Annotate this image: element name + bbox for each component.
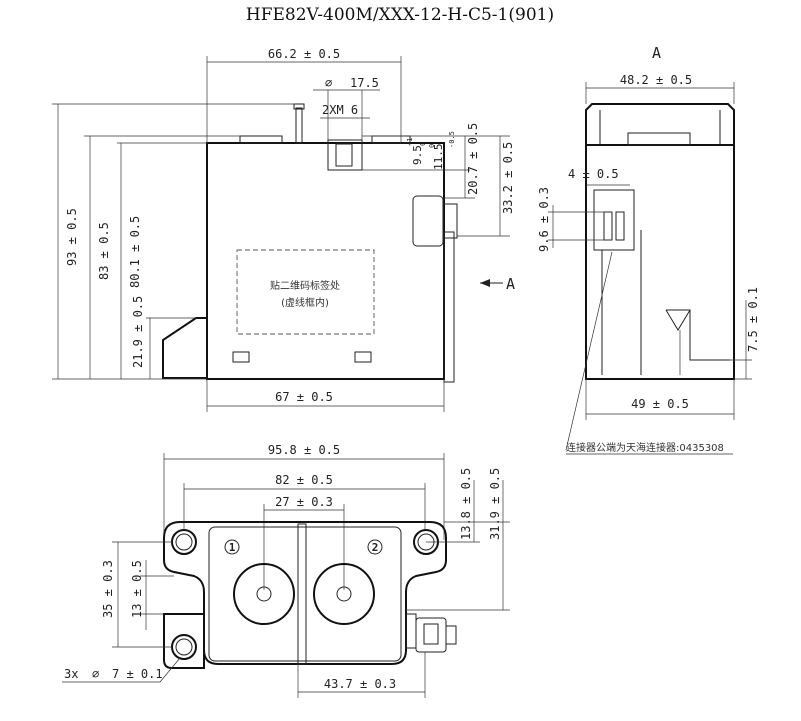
dim-48-2: 48.2 ± 0.5 <box>620 73 692 87</box>
dim-9-5: 9.5 <box>411 145 424 165</box>
front-view: 贴二维码标签处 (虚线框内) A 66.2 ± 0.5 ∅ 17.5 2XM 6… <box>52 47 515 412</box>
terminal-2-marker <box>367 539 383 555</box>
dim-9-6: 9.6 ± 0.3 <box>537 187 551 252</box>
tol-11-5-lower: -0.5 <box>448 131 456 148</box>
dim-17-5: 17.5 <box>350 76 379 90</box>
mount-hole-bottom-inner <box>175 638 193 656</box>
side-view: A 48.2 ± 0.5 4 ± 0.5 9.6 ± 0.3 7.5 ± 0. <box>537 44 760 455</box>
bottom-connector <box>415 617 447 653</box>
view-arrow-label: A <box>506 275 515 293</box>
dim-83: 83 ± 0.5 <box>97 222 111 280</box>
terminal-1-marker <box>224 539 240 555</box>
front-top-cap-left <box>239 135 283 144</box>
label-area-box <box>236 249 375 335</box>
dim-33-2: 33.2 ± 0.5 <box>501 142 515 214</box>
dim-93: 93 ± 0.5 <box>65 208 79 266</box>
label-area-text-1: 贴二维码标签处 <box>270 279 340 292</box>
dim-13-8: 13.8 ± 0.5 <box>459 468 473 540</box>
thread-spec: 2XM 6 <box>322 103 358 117</box>
dim-66-2: 66.2 ± 0.5 <box>268 47 340 61</box>
connector-note: 连接器公端为天海连接器:0435308 <box>566 441 724 454</box>
front-right-rail <box>443 231 455 383</box>
front-connector <box>412 195 444 247</box>
dim-27: 27 ± 0.3 <box>275 495 333 509</box>
drawing-title: HFE82V-400M/XXX-12-H-C5-1(901) <box>246 5 554 25</box>
terminal-1-number: 1 <box>229 541 236 554</box>
front-body <box>206 142 445 380</box>
front-left-flange <box>162 317 207 379</box>
bottom-inner-body <box>208 526 402 662</box>
side-top-cap <box>585 103 735 146</box>
front-pin-tip <box>293 103 305 110</box>
label-area-text-2: (虚线框内) <box>281 296 329 309</box>
hole-callout-leader <box>159 657 181 683</box>
terminal-1-center <box>256 586 272 602</box>
dim-31-9: 31.9 ± 0.5 <box>488 468 502 540</box>
tol-9-5-upper: +1 <box>406 138 414 146</box>
dim-4: 4 ± 0.5 <box>568 167 619 181</box>
tol-9-5-lower: 0 <box>419 142 427 146</box>
side-connector-pin <box>603 211 613 241</box>
dim-43-7: 43.7 ± 0.3 <box>324 677 396 691</box>
holes-prefix: 3x <box>64 667 78 681</box>
front-stud <box>327 139 363 171</box>
dim-7-5: 7.5 ± 0.1 <box>746 287 760 352</box>
bottom-divider <box>297 523 307 665</box>
dim-49: 49 ± 0.5 <box>631 397 689 411</box>
front-top-cap-right <box>371 135 411 144</box>
bottom-connector-base <box>405 613 417 649</box>
terminal-1 <box>233 563 295 625</box>
holes-diameter-symbol: ∅ <box>92 667 99 681</box>
front-connector-plug <box>442 203 458 239</box>
bottom-view: 95.8 ± 0.5 82 ± 0.5 27 ± 0.3 1 2 <box>62 443 510 698</box>
front-slot-left <box>232 351 250 363</box>
dim-13: 13 ± 0.5 <box>130 560 144 618</box>
dim-35: 35 ± 0.3 <box>101 560 115 618</box>
side-foot <box>665 309 730 361</box>
dim-67: 67 ± 0.5 <box>275 390 333 404</box>
front-pin <box>295 107 303 144</box>
dim-80-1: 80.1 ± 0.5 <box>128 216 142 288</box>
side-connector-pin <box>615 211 625 241</box>
dim-82: 82 ± 0.5 <box>275 473 333 487</box>
side-top-slot <box>627 132 691 146</box>
side-connector <box>593 189 635 251</box>
bottom-left-tab <box>163 613 205 669</box>
tol-11-5-upper: 0 <box>428 144 436 148</box>
terminal-2-center <box>336 586 352 602</box>
side-view-label: A <box>652 44 661 62</box>
mount-hole-left-inner <box>175 533 193 551</box>
dim-95-8: 95.8 ± 0.5 <box>268 443 340 457</box>
dim-11-5: 11.5 <box>432 144 445 171</box>
dim-21-9: 21.9 ± 0.5 <box>131 296 145 368</box>
diameter-symbol: ∅ <box>325 76 332 90</box>
front-slot-right <box>354 351 372 363</box>
bottom-base-plate <box>163 521 447 665</box>
front-stud-inner <box>335 143 353 167</box>
view-arrow-head <box>480 279 490 287</box>
bottom-connector-tab <box>445 625 457 645</box>
dim-20-7: 20.7 ± 0.5 <box>466 123 480 195</box>
terminal-2-number: 2 <box>372 541 379 554</box>
holes-dim: 7 ± 0.1 <box>112 667 163 681</box>
connector-leader <box>565 251 613 451</box>
bottom-connector-inner <box>423 623 439 645</box>
terminal-2 <box>313 563 375 625</box>
